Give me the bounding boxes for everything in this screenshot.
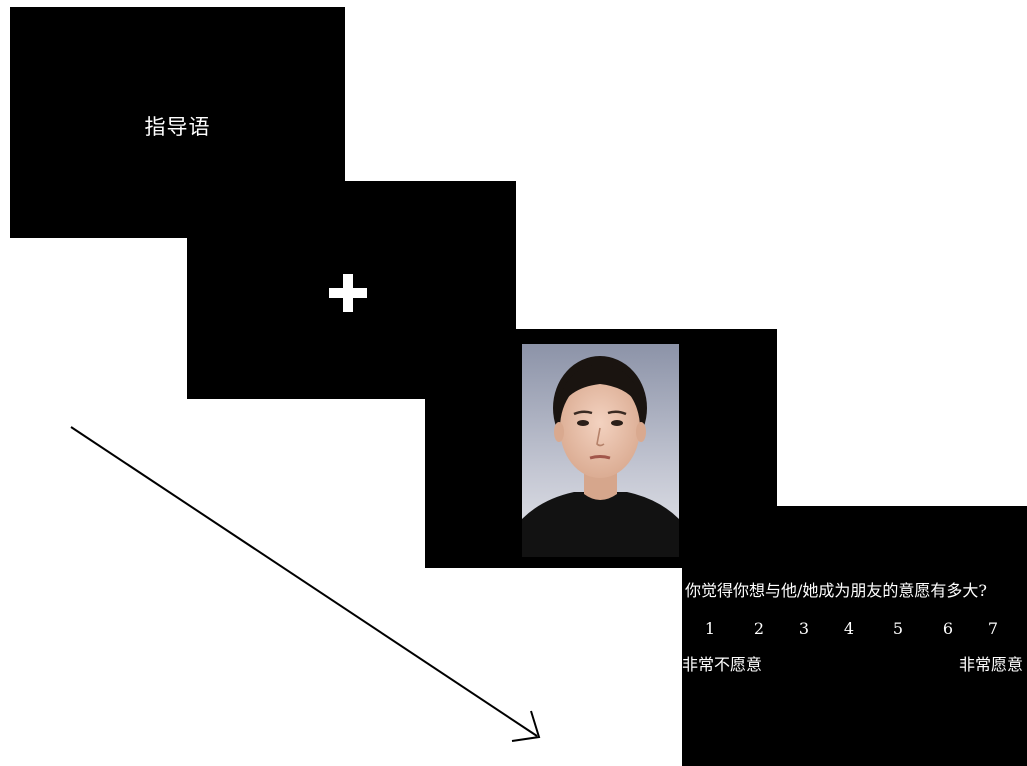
scale-anchor-right: 非常愿意 [958,655,1023,674]
scale-option-1[interactable]: 1 [704,619,716,638]
scale-option-4[interactable]: 4 [843,619,855,638]
rating-screen: 你觉得你想与他/她成为朋友的意愿有多大? 1 2 3 4 5 6 7 非常不愿意… [682,506,1027,766]
scale-option-7[interactable]: 7 [987,619,999,638]
scale-anchor-left: 非常不愿意 [682,655,763,674]
face-stimulus-screen [425,329,777,568]
scale-option-2[interactable]: 2 [753,619,765,638]
scale-option-3[interactable]: 3 [798,619,810,638]
scale-option-6[interactable]: 6 [942,619,954,638]
scale-option-5[interactable]: 5 [892,619,904,638]
rating-question: 你觉得你想与他/她成为朋友的意愿有多大? [685,581,987,600]
instructions-text: 指导语 [144,115,211,139]
face-photo [522,344,679,557]
fixation-cross-icon [329,274,367,312]
